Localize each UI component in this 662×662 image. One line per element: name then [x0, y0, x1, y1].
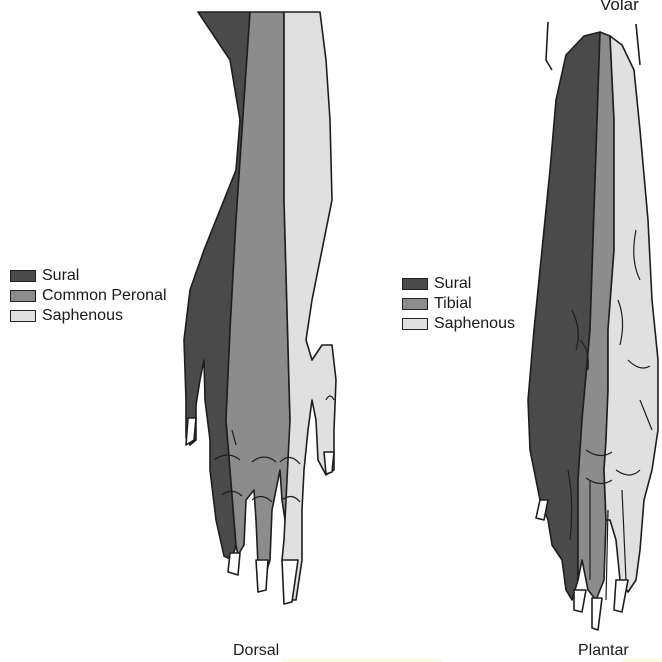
light-swatch-icon: [402, 318, 428, 330]
plantar-leg-outline-right: [636, 24, 640, 65]
volar-label: Volar: [600, 0, 639, 14]
dark-swatch-icon: [10, 270, 36, 282]
plantar-claw-4: [614, 580, 628, 612]
dark-swatch-icon: [402, 278, 428, 290]
dorsal-claw-3: [256, 560, 268, 592]
dorsal-paw-illustration: [184, 12, 336, 604]
dorsal-legend: Sural Common Peronal Saphenous: [10, 266, 167, 326]
dorsal-legend-item-peronal: Common Peronal: [10, 286, 167, 306]
plantar-paw-illustration: [528, 22, 658, 630]
plantar-claw-3: [592, 598, 602, 630]
legend-label: Tibial: [434, 295, 472, 313]
plantar-leg-outline-left: [546, 22, 552, 70]
plantar-claw-2: [574, 590, 586, 612]
dorsal-saphenous-region: [282, 12, 336, 600]
medium-swatch-icon: [402, 298, 428, 310]
dorsal-legend-item-sural: Sural: [10, 266, 167, 286]
legend-label: Common Peronal: [42, 287, 167, 305]
dorsal-caption: Dorsal: [233, 642, 279, 660]
legend-label: Saphenous: [434, 315, 515, 333]
plantar-legend-item-tibial: Tibial: [402, 294, 515, 314]
plantar-legend-item-sural: Sural: [402, 274, 515, 294]
legend-label: Sural: [42, 267, 79, 285]
plantar-legend-item-saphenous: Saphenous: [402, 314, 515, 334]
plantar-legend: Sural Tibial Saphenous: [402, 274, 515, 334]
legend-label: Saphenous: [42, 307, 123, 325]
legend-label: Sural: [434, 275, 471, 293]
light-swatch-icon: [10, 310, 36, 322]
medium-swatch-icon: [10, 290, 36, 302]
dorsal-legend-item-saphenous: Saphenous: [10, 306, 167, 326]
plantar-caption: Plantar: [578, 642, 629, 660]
dorsal-claw-5: [324, 452, 334, 474]
dorsal-claw-2: [228, 553, 240, 575]
